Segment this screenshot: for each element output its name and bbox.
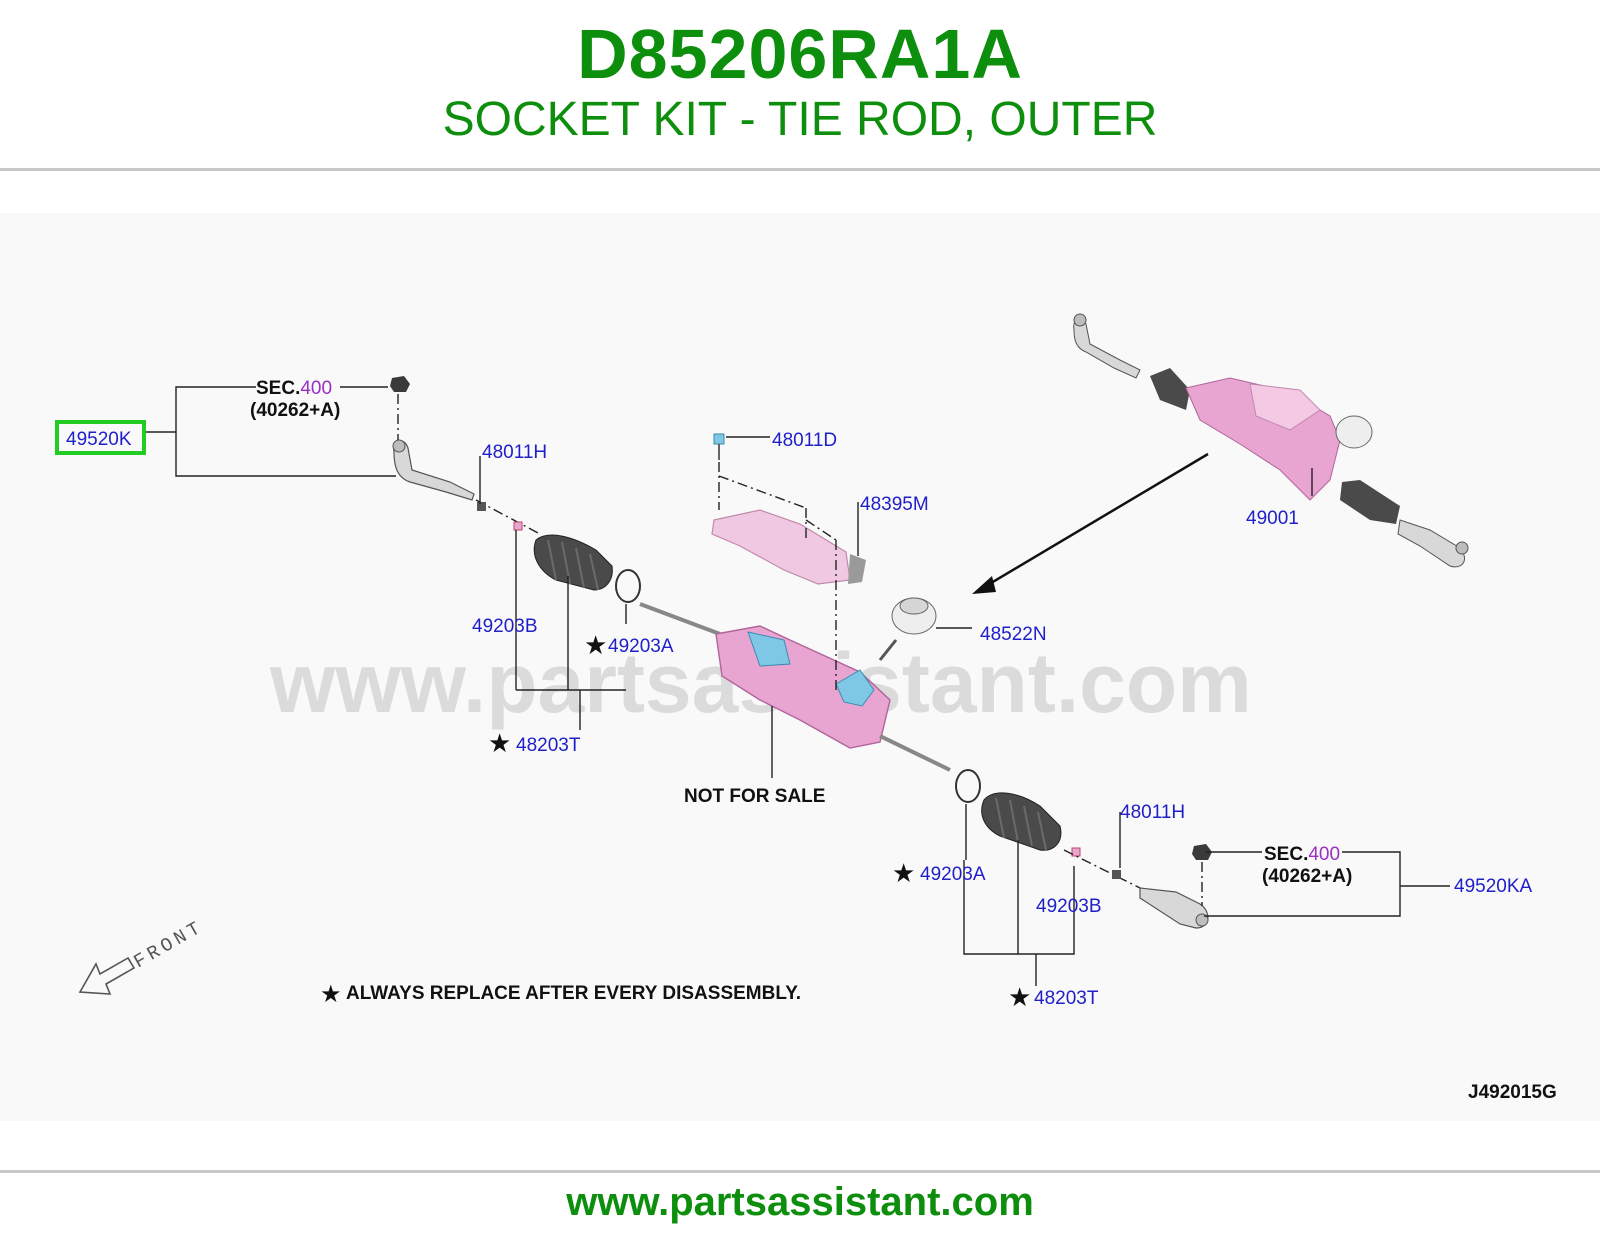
star-icon: ★ <box>488 728 511 758</box>
part-number-title: D85206RA1A <box>577 15 1023 93</box>
label-49203a-right[interactable]: 49203A <box>920 864 986 885</box>
label-48395m[interactable]: 48395M <box>860 494 929 515</box>
left-boot-clamp[interactable] <box>615 569 641 603</box>
label-sec-left: SEC.400 <box>256 378 332 399</box>
right-nut[interactable] <box>1192 844 1212 860</box>
label-sec-left-ref: (40262+A) <box>250 400 340 421</box>
front-direction-indicator: FRONT <box>78 916 208 995</box>
footer-divider <box>0 1170 1600 1173</box>
label-49203b-left[interactable]: 49203B <box>472 616 538 637</box>
callout-arrow <box>972 452 1209 594</box>
star-icon: ★ <box>320 981 342 1008</box>
steering-gear-assembly[interactable] <box>639 602 951 772</box>
sec-left-prefix: SEC. <box>256 378 300 399</box>
left-tie-rod-end[interactable] <box>392 439 475 501</box>
star-icon: ★ <box>1008 982 1031 1012</box>
bracket-bolt[interactable] <box>713 433 725 460</box>
left-nut[interactable] <box>390 376 410 392</box>
header-divider <box>0 168 1600 171</box>
star-icon: ★ <box>584 630 607 660</box>
label-49520ka-right[interactable]: 49520KA <box>1454 876 1533 897</box>
diagram-code: J492015G <box>1468 1082 1557 1103</box>
right-boot-clamp[interactable] <box>955 769 981 803</box>
rack-pinion-cover[interactable] <box>891 597 937 635</box>
front-label: FRONT <box>130 916 208 974</box>
label-48011h-left[interactable]: 48011H <box>482 442 547 463</box>
left-boot[interactable] <box>533 534 613 591</box>
right-tie-rod-end[interactable] <box>1139 887 1209 929</box>
complete-steering-gear-inset[interactable] <box>1073 313 1469 568</box>
label-48011h-right[interactable]: 48011H <box>1120 802 1185 823</box>
label-49203b-right[interactable]: 49203B <box>1036 896 1102 917</box>
right-jam-nut[interactable] <box>1112 870 1121 879</box>
part-description: SOCKET KIT - TIE ROD, OUTER <box>442 93 1158 146</box>
left-jam-nut[interactable] <box>477 502 486 511</box>
label-49001[interactable]: 49001 <box>1246 508 1299 529</box>
sec-right-number[interactable]: 400 <box>1308 844 1340 865</box>
label-48522n[interactable]: 48522N <box>980 624 1047 645</box>
sec-right-prefix: SEC. <box>1264 844 1308 865</box>
leader-lines <box>144 386 1450 986</box>
label-48011d[interactable]: 48011D <box>772 430 837 451</box>
right-clip[interactable] <box>1071 847 1081 857</box>
sec-left-number[interactable]: 400 <box>300 378 332 399</box>
right-boot[interactable] <box>981 792 1062 851</box>
page-header: D85206RA1A SOCKET KIT - TIE ROD, OUTER <box>0 0 1600 170</box>
label-not-for-sale: NOT FOR SALE <box>684 786 825 807</box>
star-icon: ★ <box>892 858 915 888</box>
highlight-box-49520k <box>55 420 146 455</box>
label-sec-right-ref: (40262+A) <box>1262 866 1352 887</box>
footer-website-link[interactable]: www.partsassistant.com <box>566 1180 1034 1224</box>
mounting-bracket[interactable] <box>711 509 866 585</box>
label-48203t-right[interactable]: 48203T <box>1034 988 1099 1009</box>
label-sec-right: SEC.400 <box>1264 844 1340 865</box>
left-clip[interactable] <box>513 521 523 531</box>
label-49203a-left[interactable]: 49203A <box>608 636 674 657</box>
label-49520k-left[interactable]: 49520K <box>66 429 132 450</box>
label-48203t-left[interactable]: 48203T <box>516 735 581 756</box>
note-always-replace: ALWAYS REPLACE AFTER EVERY DISASSEMBLY. <box>346 983 801 1004</box>
